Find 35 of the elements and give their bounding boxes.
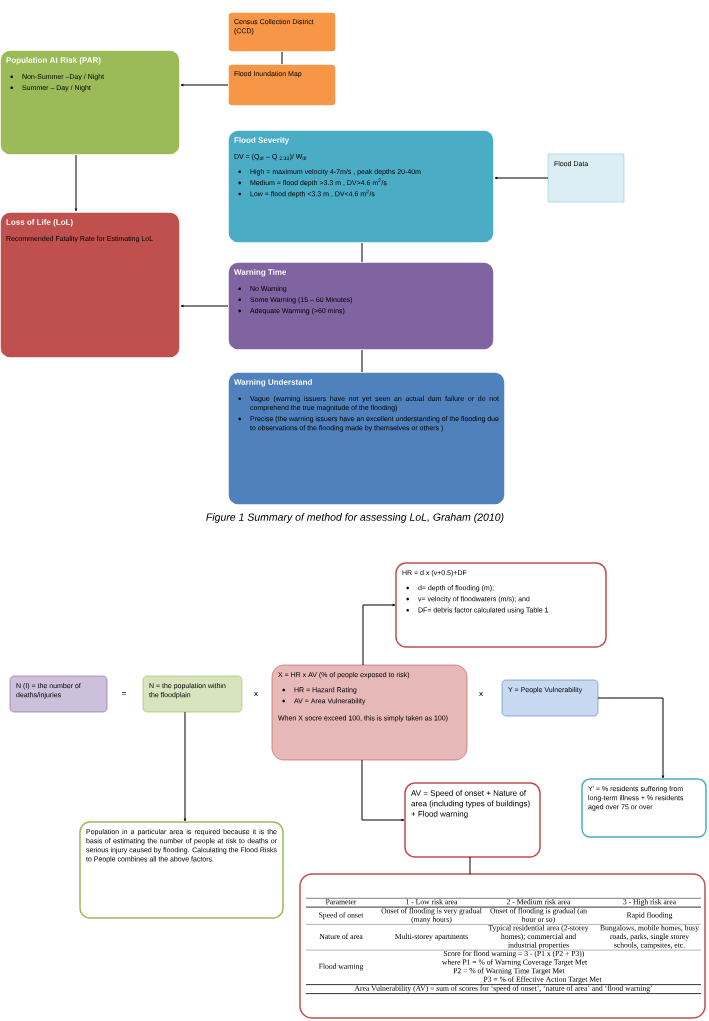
arrow	[362, 603, 396, 666]
operator-sign: =	[122, 692, 126, 695]
heading: Warning Time	[234, 269, 287, 277]
body-text: AV = Speed of onset + Nature of area (including types of buildings) + Flood warning	[411, 790, 530, 819]
process-box	[0, 211, 181, 359]
process-box	[227, 11, 337, 53]
heading: Flood Severity	[234, 137, 290, 145]
process-box	[0, 49, 181, 156]
arrow	[74, 154, 78, 212]
heading: Population At Risk (PAR)	[6, 57, 101, 65]
process-box	[501, 679, 599, 717]
process-box	[142, 675, 243, 713]
operator-sign: x	[479, 691, 483, 697]
arrow	[183, 711, 187, 822]
process-box	[79, 821, 284, 919]
process-box	[547, 153, 625, 203]
arrow	[180, 83, 229, 87]
table-box	[299, 873, 706, 1019]
caption: Figure 1 Summary of method for assessing LoL, Graham (2010)	[206, 513, 504, 523]
process-box	[227, 129, 495, 244]
process-box	[581, 778, 707, 838]
arrow	[597, 697, 665, 779]
arrow	[494, 176, 549, 180]
process-box	[227, 63, 337, 107]
process-box	[9, 675, 108, 713]
process-box	[227, 261, 495, 351]
heading: Warning Understand	[234, 379, 312, 387]
arrow	[361, 759, 405, 822]
process-box	[395, 562, 607, 648]
process-box	[404, 782, 541, 858]
arrow	[180, 304, 229, 308]
operator-sign: x	[254, 691, 258, 697]
process-box	[227, 371, 506, 506]
heading: Loss of Life (LoL)	[6, 219, 73, 227]
process-box	[271, 664, 468, 761]
